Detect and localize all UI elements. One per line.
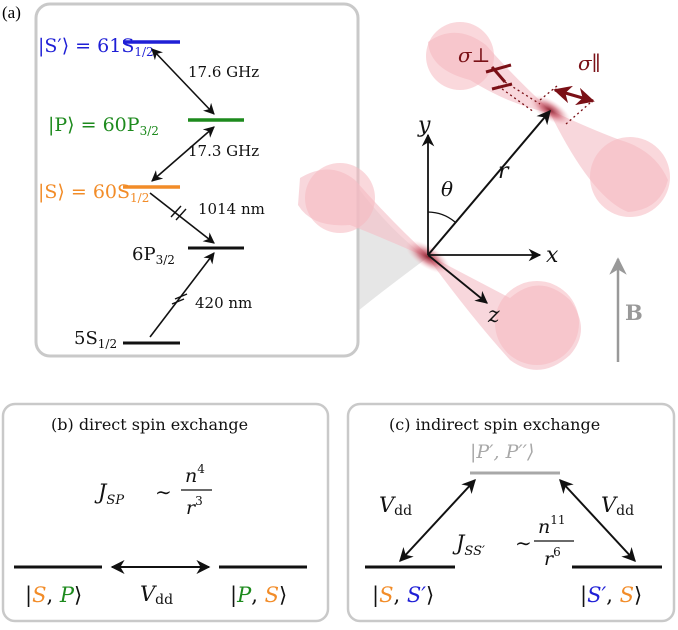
panel-c-coupling-formula: JSS′ ∼ n11 r6 bbox=[452, 513, 574, 570]
panel-c-vdd-right-label: Vdd bbox=[601, 493, 634, 519]
level-5s-label: 5S1/2 bbox=[74, 328, 117, 351]
sigma-par-label: σ∥ bbox=[578, 51, 601, 75]
svg-text:n4: n4 bbox=[185, 462, 205, 487]
transition-blue-label: 420 nm bbox=[195, 294, 252, 312]
panel-c-right-state: |S′, S⟩ bbox=[580, 583, 642, 608]
z-axis-arrow bbox=[427, 254, 488, 304]
panel-c-right-arrow bbox=[559, 478, 636, 563]
sigma-perp-label: σ⊥ bbox=[458, 43, 490, 67]
z-axis-label: z bbox=[487, 303, 500, 328]
blue-break-mark bbox=[171, 293, 188, 305]
ir-break-mark bbox=[170, 205, 187, 221]
transition-p-s-arrow bbox=[151, 126, 215, 182]
level-s-prime-label: |S′⟩ = 61S1/2 bbox=[38, 35, 154, 59]
svg-text:JSS′: JSS′ bbox=[452, 531, 485, 559]
y-axis-label: y bbox=[417, 113, 431, 138]
transition-ir-arrow bbox=[149, 192, 215, 244]
theta-label: θ bbox=[441, 177, 453, 201]
panel-c-vdd-left-label: Vdd bbox=[379, 493, 412, 519]
svg-text:∼: ∼ bbox=[515, 531, 532, 555]
panel-b-left-state: |S, P⟩ bbox=[25, 583, 82, 608]
panel-b-coupling-formula: JSP ∼ n4 r3 bbox=[94, 462, 212, 519]
transition-blue-arrow bbox=[149, 252, 215, 338]
separation-r-arrow bbox=[427, 109, 551, 256]
transition-sprime-p-label: 17.6 GHz bbox=[188, 63, 259, 81]
theta-arc bbox=[427, 211, 456, 223]
svg-text:r6: r6 bbox=[544, 545, 561, 570]
sigma-perp-marker bbox=[485, 63, 541, 113]
level-s-label: |S⟩ = 60S1/2 bbox=[38, 181, 149, 205]
panel-c-top-state: |P′, P′′⟩ bbox=[470, 441, 534, 463]
panel-b-vdd-label: Vdd bbox=[140, 582, 173, 608]
transition-sprime-p-arrow bbox=[151, 48, 215, 115]
svg-text:n11: n11 bbox=[538, 513, 566, 538]
panel-c-left-arrow bbox=[399, 478, 476, 563]
svg-text:r3: r3 bbox=[186, 494, 203, 519]
sigma-par-marker bbox=[539, 85, 595, 125]
x-axis-label: x bbox=[546, 243, 559, 268]
tweezer-beam-upper bbox=[426, 22, 670, 217]
panel-b-right-state: |P, S⟩ bbox=[230, 583, 287, 608]
panel-b-title: (b) direct spin exchange bbox=[51, 415, 248, 434]
transition-ir-label: 1014 nm bbox=[198, 200, 265, 218]
panel-a-label: (a) bbox=[2, 3, 21, 22]
transition-p-s-label: 17.3 GHz bbox=[188, 142, 259, 160]
panel-c-title: (c) indirect spin exchange bbox=[389, 415, 600, 434]
svg-text:JSP: JSP bbox=[94, 480, 124, 508]
r-label: r bbox=[498, 159, 510, 184]
b-field-label: B bbox=[625, 300, 643, 325]
level-6p-label: 6P3/2 bbox=[132, 244, 175, 267]
panel-c-left-state: |S, S′⟩ bbox=[372, 583, 434, 608]
svg-text:∼: ∼ bbox=[155, 480, 172, 504]
